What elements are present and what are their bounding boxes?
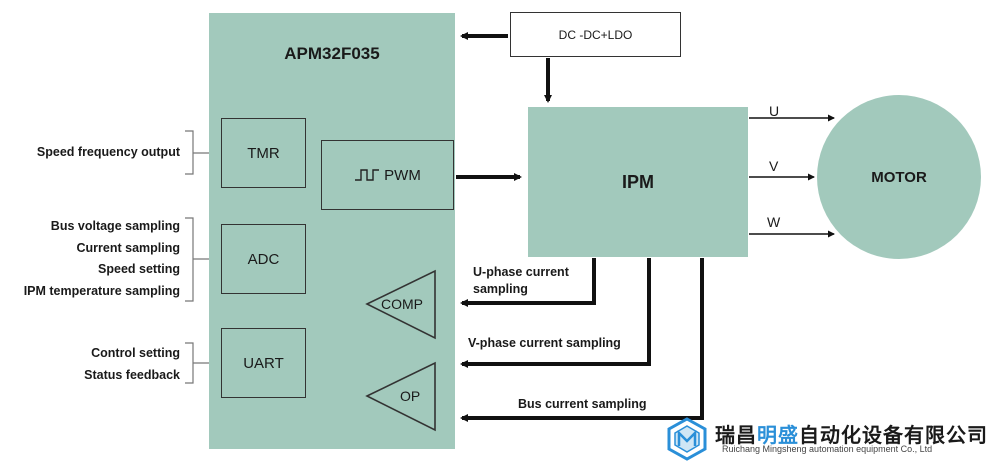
u-phase-feedback-arrow (460, 258, 596, 307)
company-logo-icon (667, 417, 707, 461)
adc-signal-3: IPM temperature sampling (23, 283, 180, 298)
adc-signal-list: Bus voltage sampling Current sampling Sp… (2, 216, 180, 302)
uart-block: UART (221, 328, 306, 398)
adc-signal-1: Current sampling (76, 240, 181, 255)
tmr-block: TMR (221, 118, 306, 188)
adc-signal-2: Speed setting (98, 262, 180, 276)
phase-w-label: W (767, 214, 781, 230)
adc-bracket (185, 217, 209, 302)
company-name-cn: 瑞昌明盛自动化设备有限公司 (715, 419, 988, 448)
adc-signal-0: Bus voltage sampling (50, 219, 180, 233)
adc-label: ADC (247, 250, 280, 268)
tmr-signal-list: Speed frequency output (2, 142, 180, 164)
uart-bracket (185, 342, 209, 384)
tmr-signal-0: Speed frequency output (36, 145, 180, 159)
u-phase-label-line2: sampling (473, 282, 528, 296)
pwm-label: PWM (384, 166, 421, 184)
pwm-block: PWM (321, 140, 454, 210)
u-phase-label-line1: U-phase current (473, 265, 569, 279)
motor-circle: MOTOR (817, 95, 981, 259)
pwm-waveform-icon (355, 169, 380, 181)
dcdc-ldo-label: DC -DC+LDO (558, 27, 633, 42)
bus-current-feedback-arrow (460, 258, 704, 422)
dcdc-ldo-block: DC -DC+LDO (510, 12, 681, 57)
v-phase-label: V-phase current sampling (468, 336, 621, 350)
ipm-block: IPM (528, 107, 748, 257)
op-label: OP (400, 388, 421, 404)
ipm-label: IPM (621, 171, 654, 192)
uart-signal-1: Status feedback (84, 367, 180, 382)
adc-block: ADC (221, 224, 306, 294)
comp-label: COMP (381, 296, 423, 312)
company-name-cn-highlight: 明盛 (757, 425, 799, 447)
phase-u-label: U (769, 103, 780, 119)
company-name-en: Ruichang Mingsheng automation equipment … (722, 444, 933, 454)
company-name-cn-part1: 瑞昌 (715, 425, 757, 447)
tmr-bracket (185, 130, 209, 175)
bus-current-label: Bus current sampling (518, 397, 647, 411)
phase-v-label: V (769, 158, 779, 174)
mcu-title: APM32F035 (284, 44, 380, 63)
uart-signal-list: Control setting Status feedback (2, 343, 180, 386)
company-name-cn-part3: 自动化设备有限公司 (799, 425, 988, 447)
uart-signal-0: Control setting (91, 346, 180, 360)
comp-triangle (365, 269, 436, 340)
tmr-label: TMR (247, 144, 280, 162)
op-triangle (365, 361, 436, 432)
v-phase-feedback-arrow (460, 258, 651, 368)
motor-label: MOTOR (871, 168, 927, 186)
uart-label: UART (243, 354, 284, 372)
